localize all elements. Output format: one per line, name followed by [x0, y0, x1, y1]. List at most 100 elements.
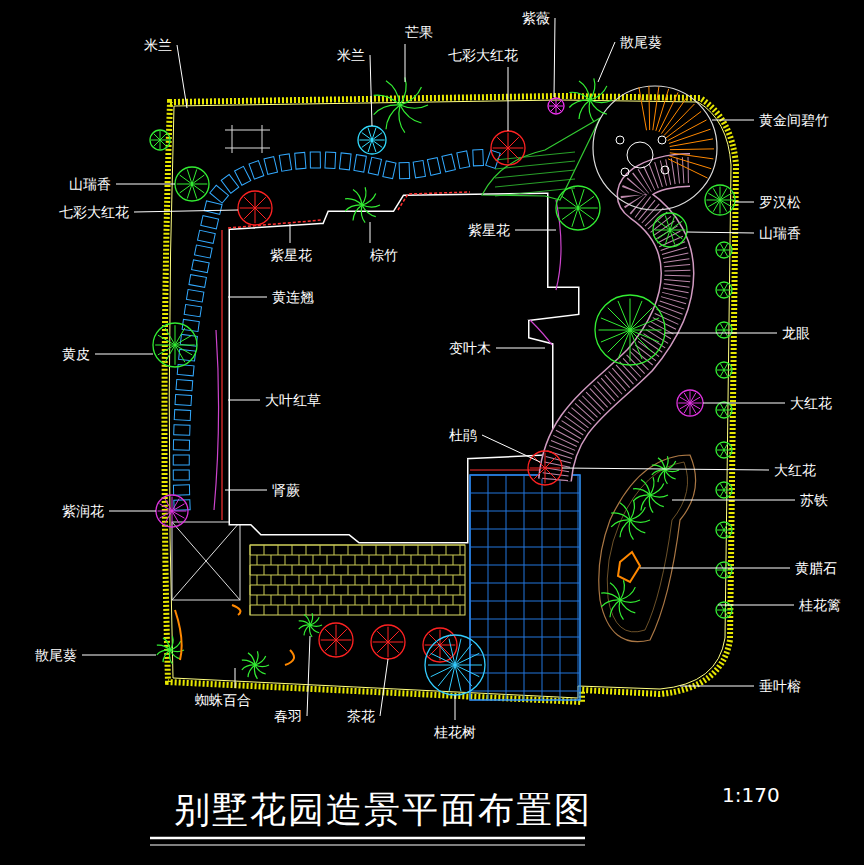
- paving-joint: [355, 575, 356, 585]
- shrub-symbol-branch: [160, 140, 169, 141]
- palm-frond: [630, 500, 634, 520]
- paving-line: [250, 545, 465, 546]
- stepping-stone: [174, 410, 190, 421]
- title-underline: [150, 837, 585, 840]
- house-magenta-edging: [214, 200, 561, 510]
- hedge-shrub-branch: [720, 570, 724, 576]
- gate-box: [172, 522, 240, 600]
- daphne-tree: [175, 167, 209, 201]
- hedge-shrub-branch: [720, 530, 724, 536]
- illustration: [150, 77, 736, 702]
- bauhinia-tree-branch: [172, 511, 173, 525]
- palm-frond: [157, 650, 170, 655]
- hedge-shrub-branch: [724, 290, 728, 296]
- hedge-shrub-branch: [720, 524, 724, 530]
- plant-label: 黄金间碧竹: [757, 111, 831, 129]
- stepping-stone: [173, 470, 189, 480]
- plant-label: 黄腊石: [793, 559, 839, 577]
- plaza-stool: [621, 168, 629, 176]
- red-flower-tree-branch: [321, 640, 336, 641]
- paving-joint: [285, 555, 286, 565]
- palm-frond: [304, 615, 310, 625]
- paving-joint: [460, 605, 461, 615]
- osmanthus-tree-branch: [455, 665, 482, 666]
- leader-line: [482, 435, 540, 462]
- palm-frond: [629, 520, 633, 540]
- pool-grid: [470, 511, 580, 512]
- pool-grid: [470, 673, 580, 674]
- huangpi-tree-branch: [165, 328, 175, 345]
- palm-frond: [248, 653, 255, 665]
- palm-frond: [620, 600, 640, 602]
- stepping-stone: [194, 245, 212, 258]
- shrub-symbol-branch: [151, 140, 160, 141]
- podocarpus-tree-branch: [707, 200, 721, 201]
- daphne-tree-branch: [192, 175, 204, 184]
- red-flower-tree-branch: [388, 627, 389, 642]
- hedge-shrub-branch: [724, 570, 731, 571]
- red-flower-tree-branch: [255, 208, 256, 223]
- paving-joint: [299, 555, 300, 565]
- paving-joint: [390, 585, 391, 595]
- red-flower-tree-branch: [336, 640, 351, 641]
- red-flower-tree-branch: [240, 208, 255, 209]
- hedge-shrub-branch: [720, 444, 724, 450]
- stepping-stone: [325, 152, 336, 168]
- hedge-shrub-crown: [716, 242, 732, 258]
- palm-frond: [619, 600, 623, 620]
- stepping-stone: [473, 149, 484, 165]
- paving-joint: [271, 575, 272, 585]
- paving-joint: [439, 555, 440, 565]
- shrub-symbol-branch: [154, 140, 160, 146]
- palm-frond: [255, 656, 266, 665]
- plant-label: 大红花: [788, 394, 834, 412]
- osmanthus-tree-crown: [425, 635, 485, 695]
- red-flower-tree-branch: [545, 457, 556, 468]
- hedge-shrub-branch: [724, 290, 731, 291]
- hibiscus-tree-branch: [678, 403, 690, 404]
- plaza-table: [627, 142, 653, 168]
- huangpi-tree-branch: [158, 345, 175, 355]
- hedge-shrub-branch: [724, 450, 728, 456]
- palm-frond: [641, 495, 650, 511]
- red-flower-tree-crown: [319, 623, 353, 657]
- plant-label: 黄皮: [60, 345, 92, 363]
- bauhinia-tree-branch: [172, 504, 184, 511]
- tree-symbol-branch: [558, 208, 578, 209]
- osmanthus-tree-branch: [455, 665, 479, 677]
- paving-joint: [278, 585, 279, 595]
- longan-tree-branch: [630, 318, 659, 330]
- plant-label: 七彩大红花: [57, 203, 131, 221]
- red-flower-tree: [423, 628, 457, 662]
- paving-joint: [348, 565, 349, 575]
- osmanthus-tree-branch: [431, 665, 455, 677]
- crape-myrtle-crown: [548, 98, 564, 114]
- palm-symbol: [601, 580, 640, 619]
- drawing-title: 别墅花园造景平面布置图: [174, 788, 592, 832]
- palm-frond: [386, 105, 400, 129]
- palm-frond: [362, 187, 366, 205]
- leader-line: [405, 44, 406, 82]
- paving-line: [250, 565, 465, 566]
- paving-joint: [271, 555, 272, 565]
- plant-label: 散尾葵: [618, 33, 664, 51]
- hedge-shrub-branch: [724, 610, 728, 616]
- paving-joint: [425, 555, 426, 565]
- palm-frond: [590, 78, 595, 100]
- plant-label: 垂叶榕: [757, 677, 803, 695]
- paving-joint: [453, 555, 454, 565]
- paving-joint: [460, 565, 461, 575]
- pool-grid: [470, 691, 580, 692]
- shrub-symbol-branch: [160, 140, 161, 149]
- paving-joint: [320, 585, 321, 595]
- paving-line: [250, 585, 465, 586]
- plant-label: 黄连翘: [270, 288, 316, 306]
- palm-frond: [248, 665, 255, 677]
- hedge-shrub-branch: [724, 324, 728, 330]
- palm-frond: [658, 470, 665, 482]
- paving-joint: [327, 555, 328, 565]
- daphne-tree-branch: [192, 184, 197, 199]
- bauhinia-tree-branch: [172, 511, 186, 512]
- huangpi-tree-branch: [175, 345, 185, 362]
- red-flower-tree-branch: [440, 645, 451, 656]
